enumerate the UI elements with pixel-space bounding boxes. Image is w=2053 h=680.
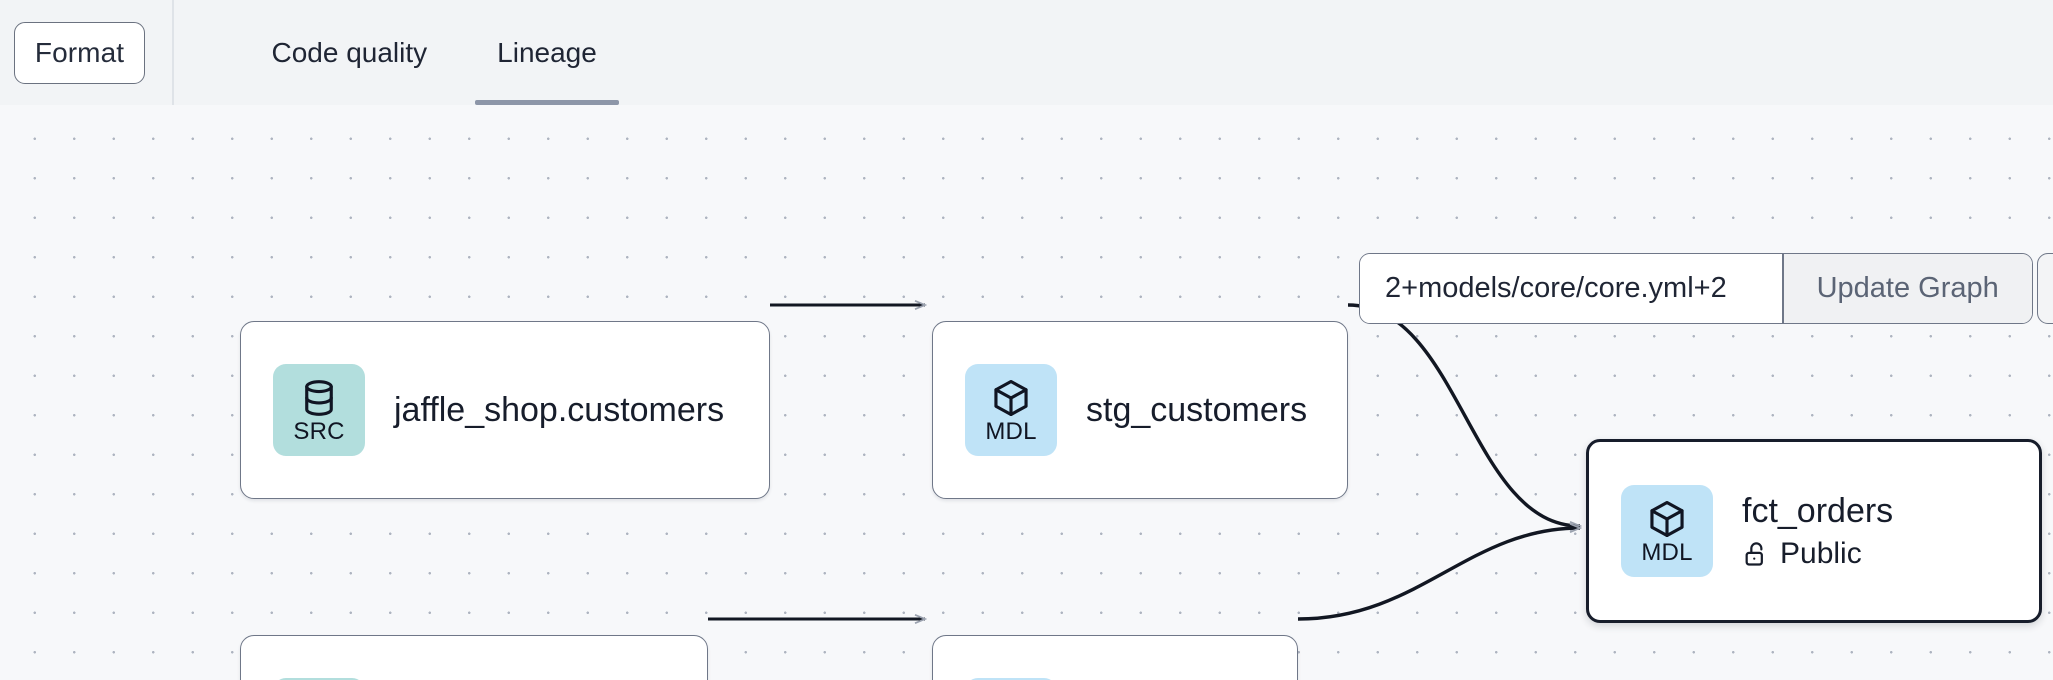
lineage-canvas[interactable]: SRC jaffle_shop.customers SRC jaffle_sho… [0,105,2053,680]
overflow-control-partial[interactable] [2037,253,2053,324]
lineage-node-fct-orders[interactable]: MDL fct_orders Public [1586,439,2042,623]
format-zone: Format [0,0,172,105]
lineage-node-stg-customers[interactable]: MDL stg_customers [932,321,1348,499]
edge-stg-customers-to-fct-orders [1347,303,1580,526]
node-badge-mdl: MDL [965,678,1057,680]
node-badge-mdl-label: MDL [985,417,1037,445]
graph-control-divider [1782,254,1784,323]
database-icon [305,379,333,416]
cube-icon [1650,500,1684,537]
tab-lineage[interactable]: Lineage [462,0,632,105]
lineage-node-src-customers[interactable]: SRC jaffle_shop.customers [240,321,770,499]
node-badge-src: SRC [273,364,365,456]
format-button[interactable]: Format [14,21,145,84]
node-body: fct_orders Public [1742,491,1917,571]
tab-bar: Code quality Lineage [174,0,2053,105]
lineage-node-stg-orders[interactable]: MDL stg_orders [932,635,1298,680]
lineage-node-src-orders[interactable]: SRC jaffle_shop.orders [240,635,708,680]
node-access-label: Public [1780,537,1862,571]
toolbar-divider [172,0,174,105]
tab-lineage-label: Lineage [497,36,597,68]
node-body: stg_customers [1086,390,1331,430]
tab-code-quality[interactable]: Code quality [237,0,463,105]
node-badge-src-label: SRC [293,417,345,445]
toolbar: Format Code quality Lineage [0,0,2053,105]
node-badge-mdl: MDL [965,364,1057,456]
node-title: fct_orders [1742,491,1894,530]
node-badge-src: SRC [273,678,365,680]
node-access-badge: Public [1742,537,1893,571]
tab-code-quality-label: Code quality [271,36,428,68]
node-title: jaffle_shop.customers [394,390,725,429]
unlock-icon [1745,542,1763,566]
node-body: jaffle_shop.customers [394,390,748,430]
edge-stg-orders-to-fct-orders [1297,528,1580,621]
graph-selector-control: Update Graph [1359,253,2033,324]
node-title: stg_customers [1086,390,1308,429]
node-badge-mdl-label: MDL [1641,538,1693,566]
graph-selector-input[interactable] [1360,254,1782,323]
update-graph-button[interactable]: Update Graph [1783,254,2032,323]
cube-icon [994,379,1028,416]
tab-underline-active [475,100,619,105]
node-badge-mdl: MDL [1621,485,1713,577]
